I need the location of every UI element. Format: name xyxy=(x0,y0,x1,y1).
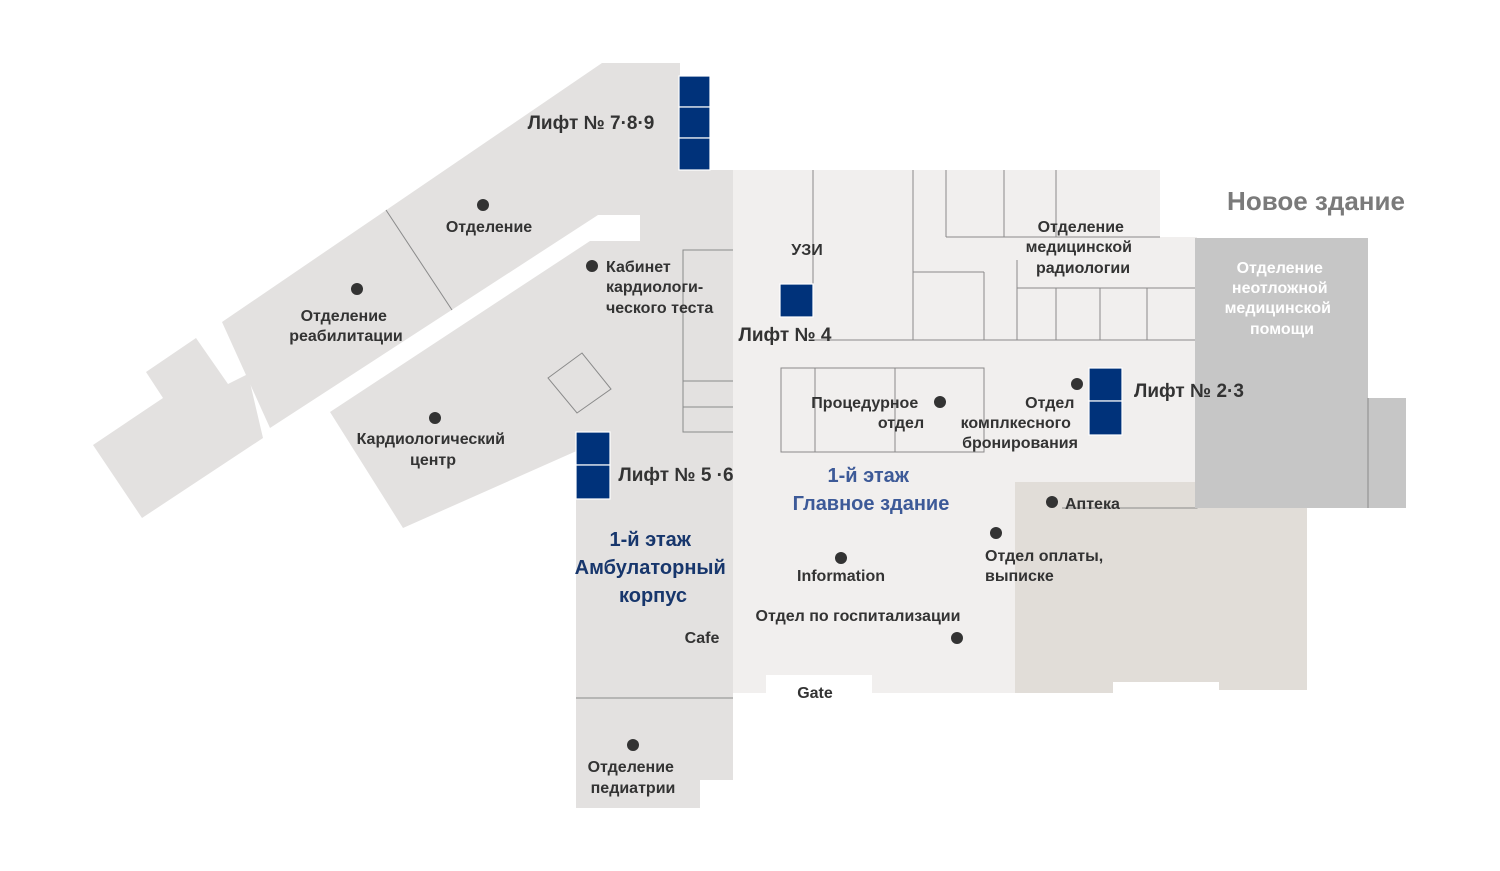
lift-789-label: Лифт № 7·8·9 xyxy=(528,113,655,134)
department-label: Отделение xyxy=(446,219,532,236)
emergency-label: Отделение неотложной медицинской помощи xyxy=(1225,260,1336,338)
information-label: Information xyxy=(797,568,885,585)
diamond-structure xyxy=(547,352,612,414)
lift-56-label: Лифт № 5 ·6 xyxy=(618,465,733,486)
payment-label: Отдел оплаты, выписке xyxy=(985,548,1108,585)
dot-department xyxy=(477,199,489,211)
main-floor-label: 1-й этаж Главное здание xyxy=(793,465,950,515)
upper-diagonal-arm xyxy=(222,63,733,428)
dot-pharmacy xyxy=(1046,496,1058,508)
dot-cardio-center xyxy=(429,412,441,424)
dot-procedure xyxy=(934,396,946,408)
pediatrics-block xyxy=(576,698,733,808)
lift-23-label: Лифт № 2·3 xyxy=(1134,381,1244,402)
elevator-56 xyxy=(575,431,611,500)
dot-information xyxy=(835,552,847,564)
dot-cardio-test xyxy=(586,260,598,272)
dot-booking xyxy=(1071,378,1083,390)
pediatrics-label: Отделение педиатрии xyxy=(588,759,679,797)
rehabilitation-label: Отделение реабилитации xyxy=(289,308,403,345)
cafe-label: Cafe xyxy=(685,630,720,647)
procedure-label: Процедурное отдел xyxy=(811,395,924,432)
ultrasound-label: УЗИ xyxy=(791,242,822,259)
main-hall xyxy=(733,170,1197,693)
new-building-title: Новое здание xyxy=(1227,186,1405,216)
east-block xyxy=(1015,482,1307,693)
main-room-grid xyxy=(780,170,1197,453)
emergency-block xyxy=(1195,238,1368,508)
emergency-annex xyxy=(1368,398,1406,508)
cardio-test-label: Кабинет кардиологи- ческого теста xyxy=(606,259,713,317)
dot-rehabilitation xyxy=(351,283,363,295)
location-dots xyxy=(351,199,1083,751)
gate-label: Gate xyxy=(797,685,833,702)
outpatient-floor-label: 1-й этаж Амбулаторный корпус xyxy=(575,529,732,607)
elevator-4 xyxy=(779,283,814,318)
cardio-center-label: Кардиологический центр xyxy=(357,431,510,469)
outpatient-wing xyxy=(93,63,733,808)
pharmacy-label: Аптека xyxy=(1065,496,1120,513)
main-building xyxy=(733,170,1197,693)
west-block xyxy=(93,338,263,518)
lift-4-label: Лифт № 4 xyxy=(739,325,832,346)
hospitalization-label: Отдел по госпитализации xyxy=(756,608,961,625)
booking-label: Отдел комплкесного бронирования xyxy=(961,395,1079,452)
dot-pediatrics xyxy=(627,739,639,751)
dot-payment xyxy=(990,527,1002,539)
elevator-23 xyxy=(1088,367,1123,436)
lower-diagonal-arm xyxy=(330,241,733,528)
elevator-789 xyxy=(678,75,711,171)
radiology-label: Отделение медицинской радиологии xyxy=(1026,219,1137,277)
dot-hospitalization xyxy=(951,632,963,644)
